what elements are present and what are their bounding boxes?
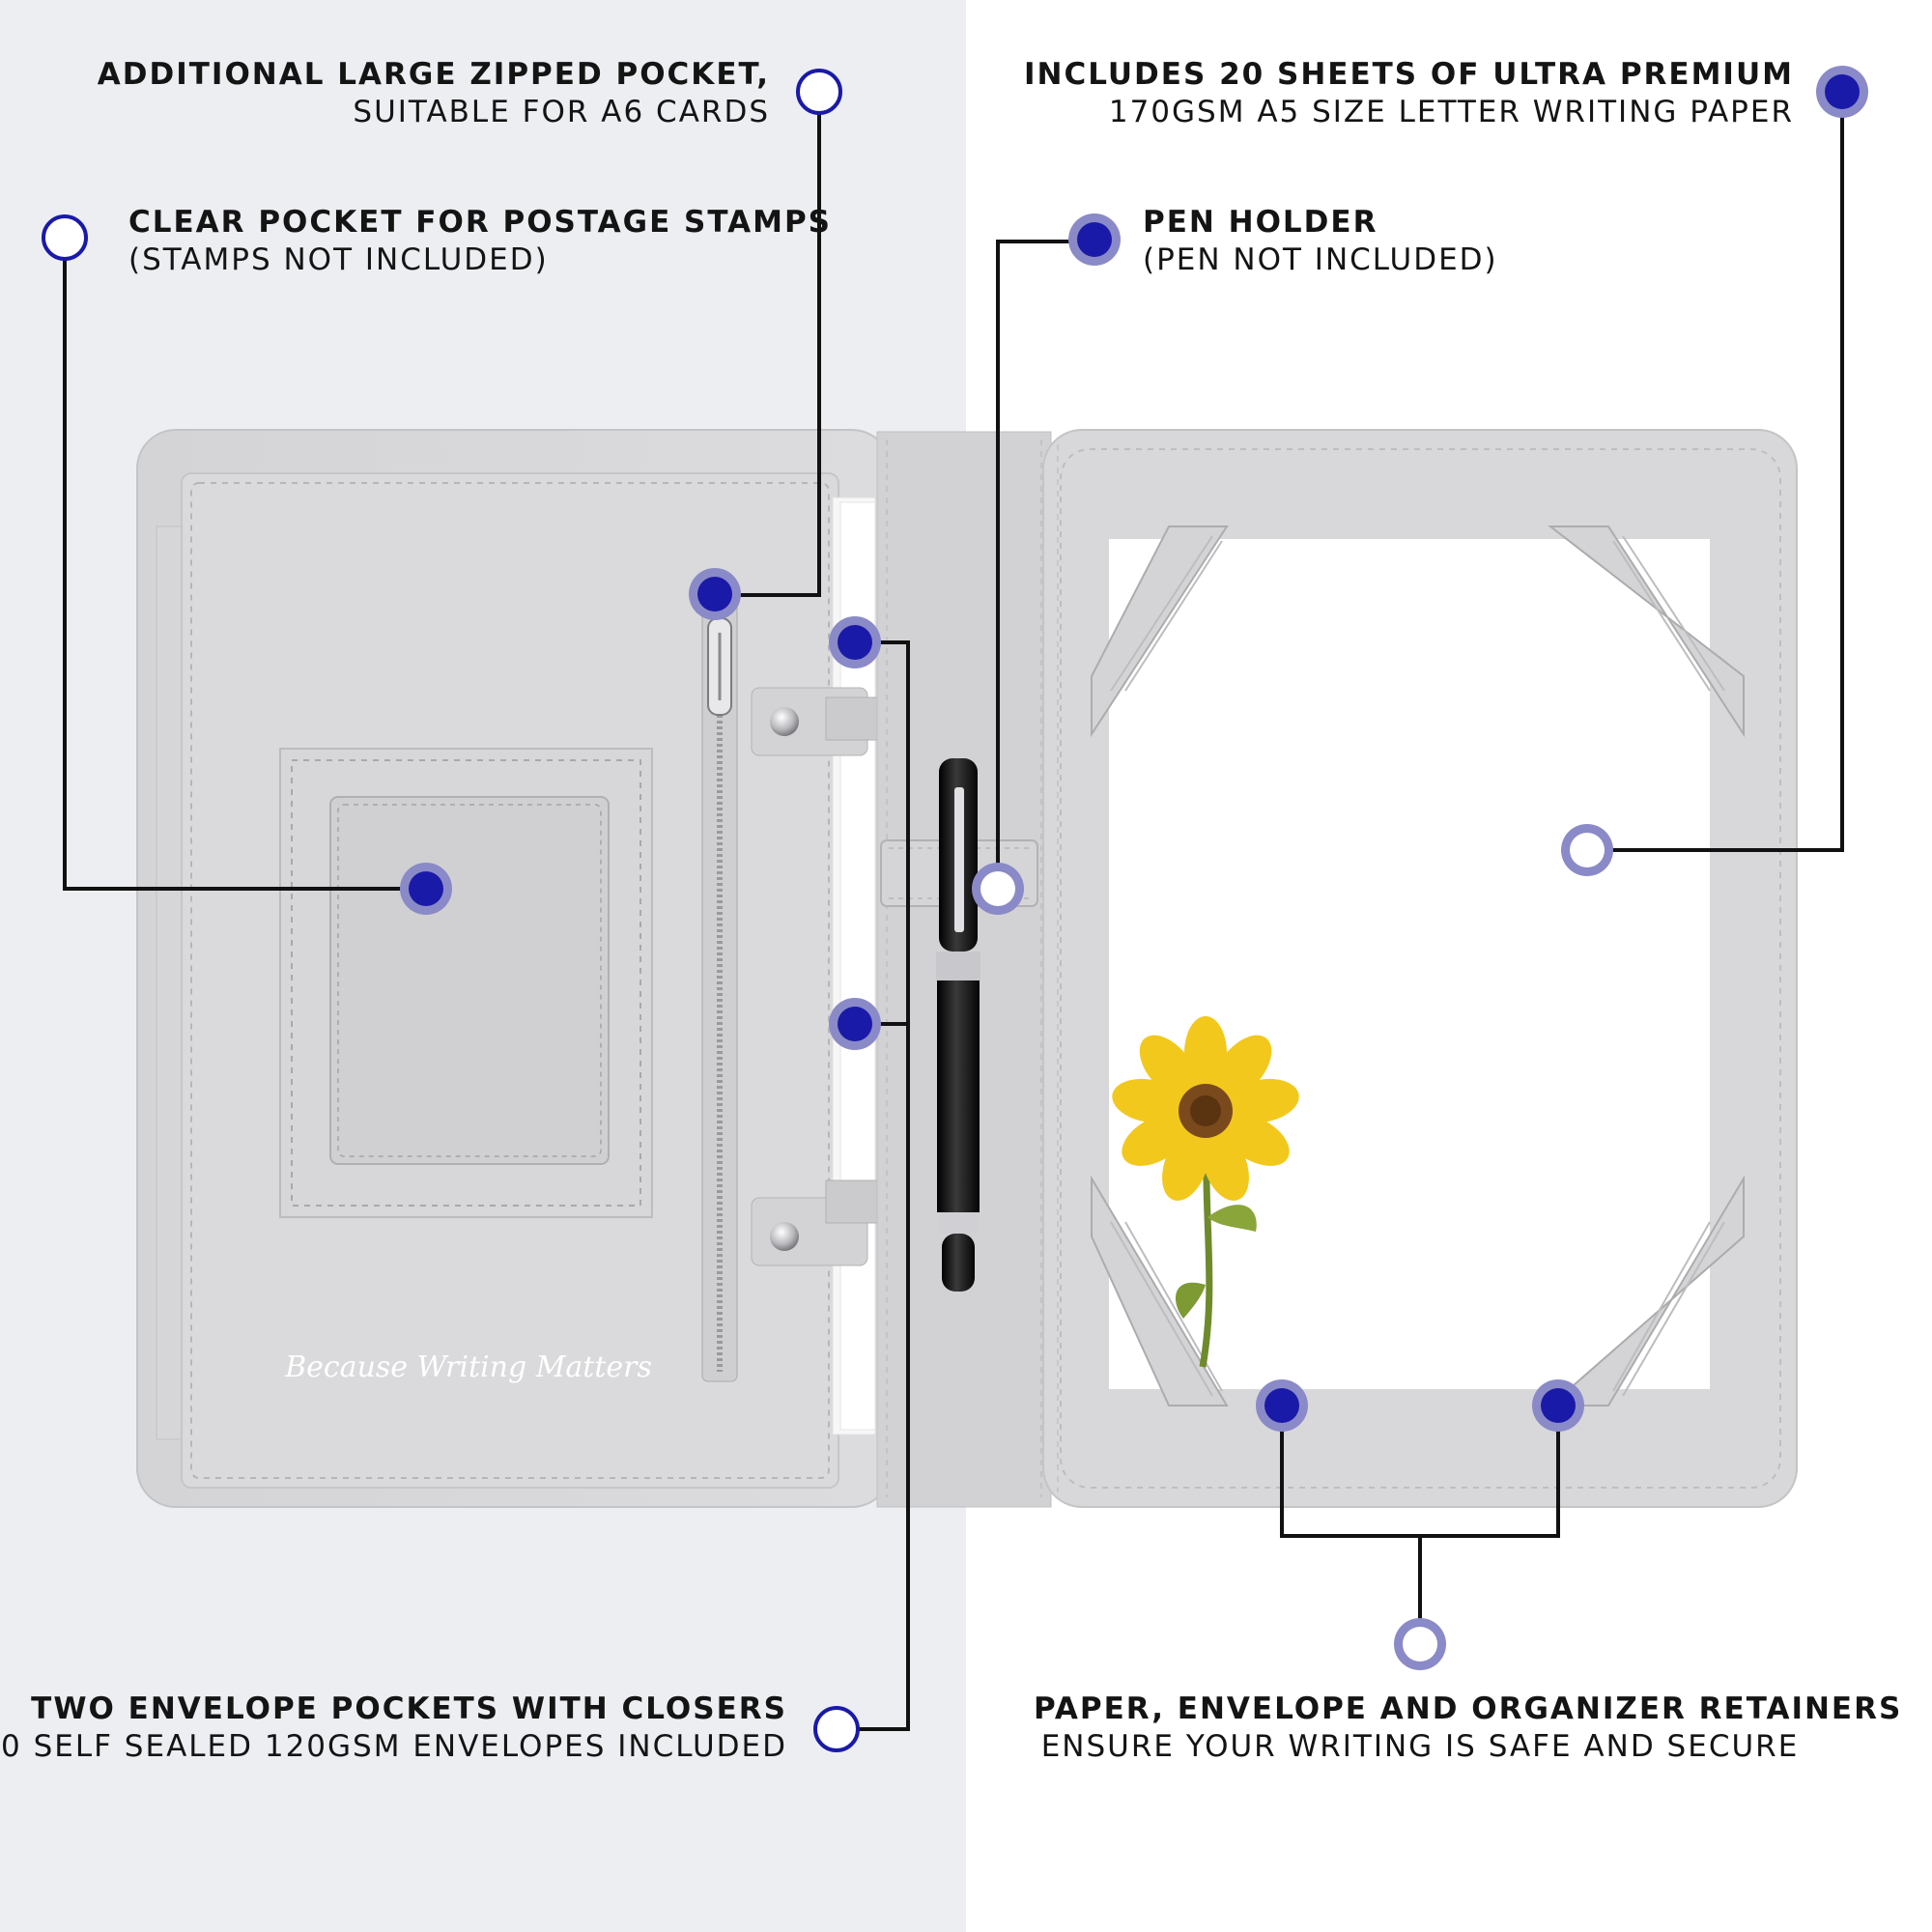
hotspot-dot-icon[interactable] xyxy=(1816,66,1868,118)
callout-title: INCLUDES 20 SHEETS OF ULTRA PREMIUM xyxy=(1024,57,1794,92)
callout-subtitle: ENSURE YOUR WRITING IS SAFE AND SECURE xyxy=(1040,1729,1800,1764)
envelope-closers xyxy=(751,687,885,1266)
callout-paper-sheets: INCLUDES 20 SHEETS OF ULTRA PREMIUM 170G… xyxy=(1024,56,1794,131)
fountain-pen xyxy=(936,758,980,1292)
callout-subtitle: (PEN NOT INCLUDED) xyxy=(1143,242,1498,277)
hotspot-dot-icon[interactable] xyxy=(1068,213,1121,266)
hotspot-dot-icon[interactable] xyxy=(1394,1618,1446,1670)
corner-retainers xyxy=(1091,526,1745,1406)
zipper xyxy=(701,598,738,1382)
callout-envelope-pockets: TWO ENVELOPE POCKETS WITH CLOSERS 20 SEL… xyxy=(0,1690,787,1766)
hotspot-dot-icon[interactable] xyxy=(1532,1379,1584,1432)
callout-title: PEN HOLDER xyxy=(1143,205,1378,240)
callout-title: ADDITIONAL LARGE ZIPPED POCKET, xyxy=(97,57,770,92)
callout-stamp-pocket: CLEAR POCKET FOR POSTAGE STAMPS (STAMPS … xyxy=(128,204,832,279)
hotspot-dot-icon[interactable] xyxy=(829,998,881,1050)
hotspot-dot-icon[interactable] xyxy=(400,863,452,915)
callout-zipped-pocket: ADDITIONAL LARGE ZIPPED POCKET, SUITABLE… xyxy=(98,56,770,131)
callout-subtitle: SUITABLE FOR A6 CARDS xyxy=(353,95,770,129)
hotspot-dot-icon[interactable] xyxy=(1256,1379,1308,1432)
snap-button-icon xyxy=(770,1222,799,1251)
callout-subtitle: 170GSM A5 SIZE LETTER WRITING PAPER xyxy=(1108,95,1794,129)
snap-button-icon xyxy=(770,707,799,736)
hotspot-dot-icon[interactable] xyxy=(42,214,88,261)
brand-script: Because Writing Matters xyxy=(284,1350,652,1384)
hotspot-dot-icon[interactable] xyxy=(689,568,741,620)
hotspot-dot-icon[interactable] xyxy=(972,863,1024,915)
stamp-pocket xyxy=(279,748,653,1218)
hotspot-dot-icon[interactable] xyxy=(829,616,881,668)
sunflower-illustration xyxy=(1112,1016,1299,1368)
hotspot-markers xyxy=(42,66,1868,1752)
leader-lines xyxy=(63,92,1844,1731)
hotspot-dot-icon[interactable] xyxy=(796,69,842,115)
callout-subtitle: 20 SELF SEALED 120GSM ENVELOPES INCLUDED xyxy=(0,1729,787,1764)
retainer-ribs xyxy=(1110,535,1725,1397)
callout-title: CLEAR POCKET FOR POSTAGE STAMPS xyxy=(128,205,832,240)
hotspot-dot-icon[interactable] xyxy=(813,1706,860,1752)
callout-title: PAPER, ENVELOPE AND ORGANIZER RETAINERS xyxy=(1034,1691,1903,1726)
hotspot-dot-icon[interactable] xyxy=(1561,824,1613,876)
callout-pen-holder: PEN HOLDER (PEN NOT INCLUDED) xyxy=(1143,204,1498,279)
writing-paper xyxy=(1109,539,1710,1389)
callout-subtitle: (STAMPS NOT INCLUDED) xyxy=(128,242,549,277)
callout-retainers: PAPER, ENVELOPE AND ORGANIZER RETAINERS … xyxy=(1034,1690,1903,1766)
callout-title: TWO ENVELOPE POCKETS WITH CLOSERS xyxy=(31,1691,787,1726)
